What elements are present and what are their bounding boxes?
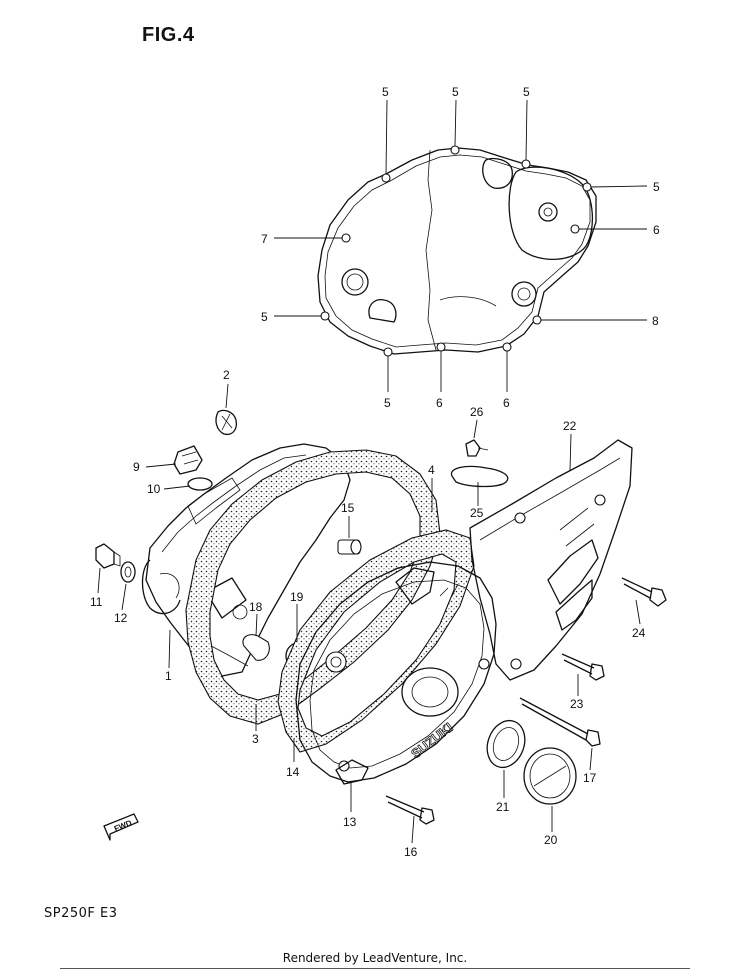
clutch-cover-outer bbox=[317, 145, 597, 357]
callout-7: 7 bbox=[261, 232, 268, 246]
dowel-pin-15 bbox=[337, 539, 362, 555]
forward-arrow-icon: FWD bbox=[103, 813, 139, 841]
callout-23: 23 bbox=[570, 697, 584, 711]
callout-5: 5 bbox=[384, 396, 391, 410]
callout-20: 20 bbox=[544, 833, 558, 847]
callout-25: 25 bbox=[470, 506, 484, 520]
callout-12: 12 bbox=[114, 611, 128, 625]
callout-15: 15 bbox=[341, 501, 355, 515]
callout-19: 19 bbox=[290, 590, 304, 604]
callout-10: 10 bbox=[147, 482, 161, 496]
bolt-23 bbox=[561, 653, 605, 681]
clamp-25 bbox=[450, 465, 509, 488]
callout-4: 4 bbox=[428, 463, 435, 477]
washer-12 bbox=[120, 561, 136, 583]
bolt-26 bbox=[465, 439, 489, 457]
callout-labels: 5 5 5 5 7 6 5 8 5 6 6 2 26 22 9 4 10 15 … bbox=[90, 85, 660, 859]
oil-filler-plug bbox=[173, 445, 203, 475]
callout-6: 6 bbox=[653, 223, 660, 237]
callout-3: 3 bbox=[252, 732, 259, 746]
callout-13: 13 bbox=[343, 815, 357, 829]
drain-bolt bbox=[95, 543, 121, 569]
callout-18: 18 bbox=[249, 600, 263, 614]
footer-divider bbox=[60, 968, 690, 969]
figure-title: FIG.4 bbox=[142, 24, 195, 46]
cover-boss-13 bbox=[335, 759, 369, 785]
model-code: SP250F E3 bbox=[44, 906, 118, 921]
leader-lines bbox=[97, 99, 648, 844]
oil-level-cap bbox=[215, 409, 238, 436]
cover-brand-text: SUZUKI bbox=[408, 720, 455, 762]
inspection-cap-20 bbox=[523, 747, 577, 805]
callout-5: 5 bbox=[382, 85, 389, 99]
o-ring-21 bbox=[486, 719, 526, 769]
callout-22: 22 bbox=[563, 419, 577, 433]
callout-14: 14 bbox=[286, 765, 300, 779]
plug-18 bbox=[242, 634, 270, 661]
callout-16: 16 bbox=[404, 845, 418, 859]
callout-11: 11 bbox=[90, 595, 103, 609]
callout-21: 21 bbox=[496, 800, 510, 814]
callout-24: 24 bbox=[632, 626, 646, 640]
bolt-24 bbox=[621, 577, 667, 607]
bolt-16 bbox=[385, 795, 435, 825]
callout-8: 8 bbox=[652, 314, 659, 328]
callout-9: 9 bbox=[133, 460, 140, 474]
callout-5: 5 bbox=[452, 85, 459, 99]
callout-5: 5 bbox=[523, 85, 530, 99]
crankcase-cover-inner bbox=[141, 443, 351, 677]
callout-26: 26 bbox=[470, 405, 484, 419]
callout-5: 5 bbox=[261, 310, 268, 324]
callout-5: 5 bbox=[653, 180, 660, 194]
callout-6: 6 bbox=[503, 396, 510, 410]
callout-2: 2 bbox=[223, 368, 230, 382]
forward-marker-text: FWD bbox=[113, 818, 133, 833]
magneto-gasket bbox=[277, 529, 475, 753]
sprocket-cover bbox=[469, 439, 633, 681]
callout-17: 17 bbox=[583, 771, 597, 785]
callout-1: 1 bbox=[165, 669, 172, 683]
footer-credit: Rendered by LeadVenture, Inc. bbox=[282, 951, 468, 965]
callout-6: 6 bbox=[436, 396, 443, 410]
o-ring-10 bbox=[187, 477, 213, 491]
bolt-17 bbox=[519, 697, 601, 747]
